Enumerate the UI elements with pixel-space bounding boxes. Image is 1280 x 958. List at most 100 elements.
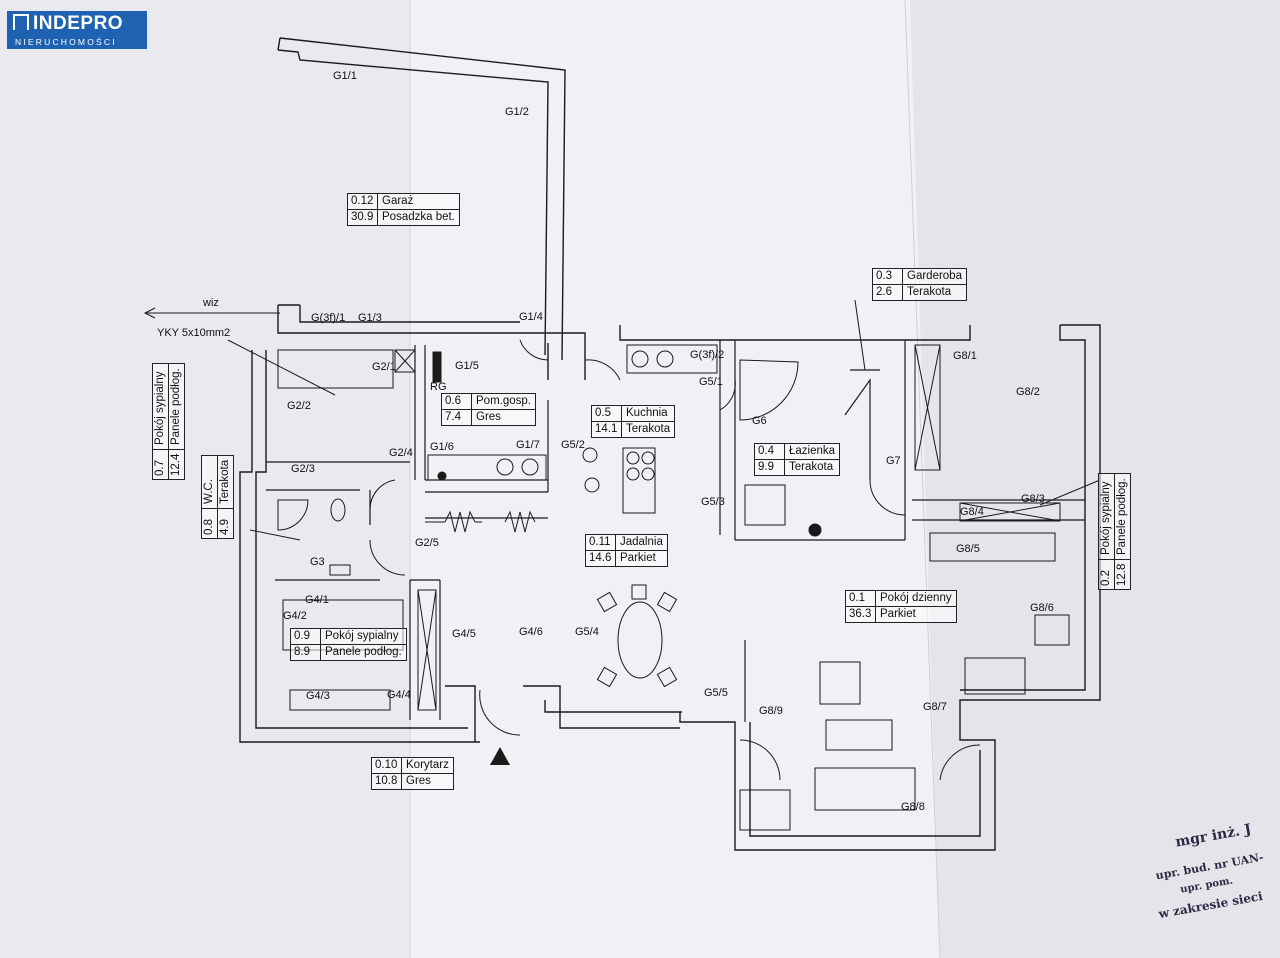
room-wc: 0.8 W.C. 4.9 Terakota	[201, 454, 234, 539]
label-g8-5: G8/5	[956, 543, 980, 555]
room-floor: Panele podłog.	[170, 368, 182, 445]
room-number: 0.8	[202, 508, 217, 538]
garage-walls	[277, 37, 566, 361]
label-g4-3: G4/3	[306, 690, 330, 702]
room-pokoj-dzienny: 0.1 Pokój dzienny 36.3 Parkiet	[845, 590, 957, 623]
outer-walls	[239, 304, 1101, 851]
logo-brand-text: INDEPRO	[33, 13, 124, 34]
label-g1-7: G1/7	[516, 439, 540, 451]
room-floor: Parkiet	[880, 608, 916, 620]
logo-mark-icon	[13, 14, 29, 30]
room-number: 0.5	[592, 406, 622, 421]
room-number: 0.9	[291, 629, 321, 644]
room-name: Pokój dzienny	[880, 592, 952, 604]
room-name: Korytarz	[406, 759, 449, 771]
label-g1-3: G1/3	[358, 312, 382, 324]
label-g5-5: G5/5	[704, 687, 728, 699]
room-area: 7.4	[442, 410, 472, 425]
interior-walls	[266, 340, 1085, 722]
label-g1-1: G1/1	[333, 70, 357, 82]
radiators	[425, 510, 536, 533]
room-name: W.C.	[203, 479, 215, 504]
label-g1-2: G1/2	[505, 106, 529, 118]
logo-subtitle: NIERUCHOMOŚCI	[15, 37, 117, 47]
label-g3f-1: G(3f)/1	[311, 312, 346, 324]
room-area: 10.8	[372, 774, 402, 789]
room-area: 36.3	[846, 607, 876, 622]
room-number: 0.4	[755, 444, 785, 459]
label-g5-4: G5/4	[575, 626, 599, 638]
label-g2-2: G2/2	[287, 400, 311, 412]
room-floor: Gres	[476, 411, 501, 423]
room-floor: Terakota	[907, 286, 952, 298]
door-swings	[369, 339, 981, 781]
room-name: Pokój sypialny	[154, 371, 166, 445]
room-floor: Gres	[406, 775, 431, 787]
label-g5-1: G5/1	[699, 376, 723, 388]
label-g4-5: G4/5	[452, 628, 476, 640]
room-number: 0.10	[372, 758, 402, 773]
label-g1-6: G1/6	[430, 441, 454, 453]
wiz-arrow	[143, 299, 1101, 541]
label-g4-2: G4/2	[283, 610, 307, 622]
room-name: Pokój sypialny	[325, 630, 399, 642]
entrance-marker	[490, 747, 510, 765]
label-g5-3: G5/3	[701, 496, 725, 508]
label-g5-2: G5/2	[561, 439, 585, 451]
room-floor: Posadzka bet.	[382, 211, 455, 223]
room-area: 4.9	[218, 508, 233, 538]
label-g4-4: G4/4	[387, 689, 411, 701]
room-kuchnia: 0.5 Kuchnia 14.1 Terakota	[591, 405, 676, 438]
room-name: Jadalnia	[620, 536, 663, 548]
label-g1-5: G1/5	[455, 360, 479, 372]
label-g8-3: G8/3	[1021, 493, 1045, 505]
label-g7: G7	[886, 455, 901, 467]
label-rg: RG	[430, 381, 447, 393]
label-g4-6: G4/6	[519, 626, 543, 638]
room-floor: Panele podłog.	[325, 646, 402, 658]
label-g8-1: G8/1	[953, 350, 977, 362]
room-floor: Terakota	[626, 423, 671, 435]
room-number: 0.6	[442, 394, 472, 409]
label-g8-8: G8/8	[901, 801, 925, 813]
room-number: 0.1	[846, 591, 876, 606]
label-g3f-2: G(3f)/2	[690, 349, 725, 361]
room-name: Kuchnia	[626, 407, 668, 419]
label-g8-4: G8/4	[960, 506, 984, 518]
label-g3: G3	[310, 556, 325, 568]
label-g2-4: G2/4	[389, 447, 413, 459]
room-area: 30.9	[348, 210, 378, 225]
room-name: Łazienka	[789, 445, 836, 457]
label-g6: G6	[752, 415, 767, 427]
room-floor: Terakota	[789, 461, 834, 473]
label-g2-1: G2/1	[372, 361, 396, 373]
room-number: 0.12	[348, 194, 378, 209]
label-g8-2: G8/2	[1016, 386, 1040, 398]
room-floor: Parkiet	[620, 552, 656, 564]
logo-brand: INDEPRO	[13, 13, 123, 35]
room-korytarz: 0.10 Korytarz 10.8 Gres	[371, 757, 454, 790]
room-area: 12.4	[169, 449, 184, 479]
room-pom-gosp: 0.6 Pom.gosp. 7.4 Gres	[441, 393, 536, 426]
room-floor: Panele podłog.	[1116, 478, 1128, 555]
label-g8-6: G8/6	[1030, 602, 1054, 614]
room-name: Pom.gosp.	[476, 395, 531, 407]
room-area: 14.1	[592, 422, 622, 437]
room-lazienka: 0.4 Łazienka 9.9 Terakota	[754, 443, 841, 476]
room-area: 12.8	[1115, 559, 1130, 589]
label-g8-9: G8/9	[759, 705, 783, 717]
room-number: 0.2	[1099, 559, 1114, 589]
label-cable: YKY 5x10mm2	[157, 327, 231, 339]
label-g8-7: G8/7	[923, 701, 947, 713]
room-area: 9.9	[755, 460, 785, 475]
room-floor: Terakota	[219, 459, 231, 504]
indepro-logo: INDEPRO NIERUCHOMOŚCI	[7, 11, 147, 49]
room-area: 14.6	[586, 551, 616, 566]
